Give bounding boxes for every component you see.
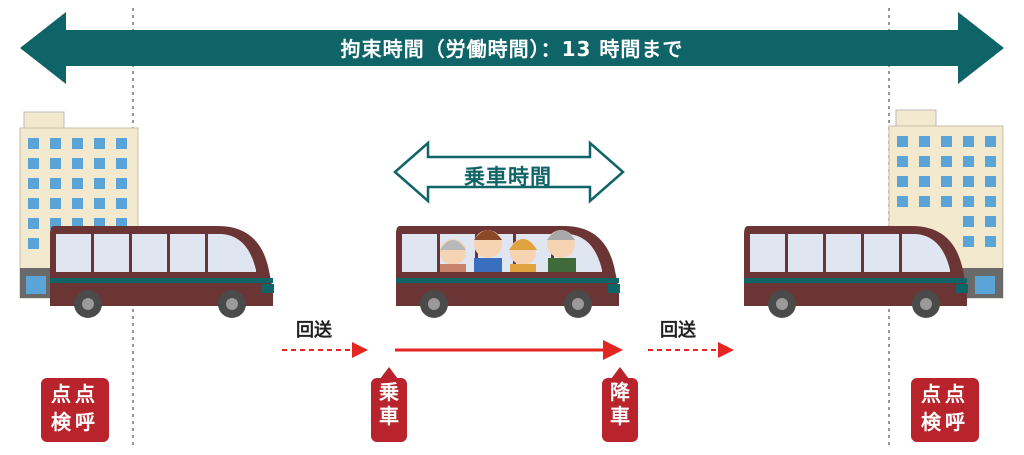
badge-line: 乗	[379, 380, 399, 404]
badge-line: 車	[379, 404, 399, 428]
bus-icon	[744, 226, 968, 318]
badge-line: 検呼	[921, 410, 969, 434]
badge-line: 降	[610, 380, 630, 404]
dashed-arrow-icon	[282, 342, 368, 358]
badge-line: 点点	[51, 382, 99, 406]
double-arrow-icon	[20, 12, 1004, 84]
passenger-icon	[547, 230, 576, 272]
passenger-icon	[509, 239, 537, 272]
ride-time-double-arrow-icon	[393, 140, 625, 204]
badge-line: 点点	[921, 382, 969, 406]
alighting-badge: 降 車	[602, 378, 638, 442]
badge-pointer-icon	[611, 367, 629, 379]
badge-line: 検呼	[51, 410, 99, 434]
badge-pointer-icon	[380, 367, 398, 379]
bus-icon	[396, 226, 620, 318]
constraint-time-label: 拘束時間（労働時間）：13 時間まで	[340, 37, 684, 61]
tenko-badge-right: 点点 検呼	[911, 378, 979, 442]
passenger-icon	[474, 230, 502, 272]
deadhead-label-left: 回送	[296, 320, 332, 341]
passenger-icon	[440, 239, 466, 272]
boarding-badge: 乗 車	[371, 378, 407, 442]
badge-line: 車	[610, 404, 630, 428]
ride-arrow-icon	[395, 340, 623, 360]
deadhead-label-right: 回送	[660, 320, 696, 341]
tenko-badge-left: 点点 検呼	[41, 378, 109, 442]
dashed-arrow-icon	[648, 342, 734, 358]
ride-time-label: 乗車時間	[464, 165, 552, 189]
bus-icon	[50, 226, 274, 318]
